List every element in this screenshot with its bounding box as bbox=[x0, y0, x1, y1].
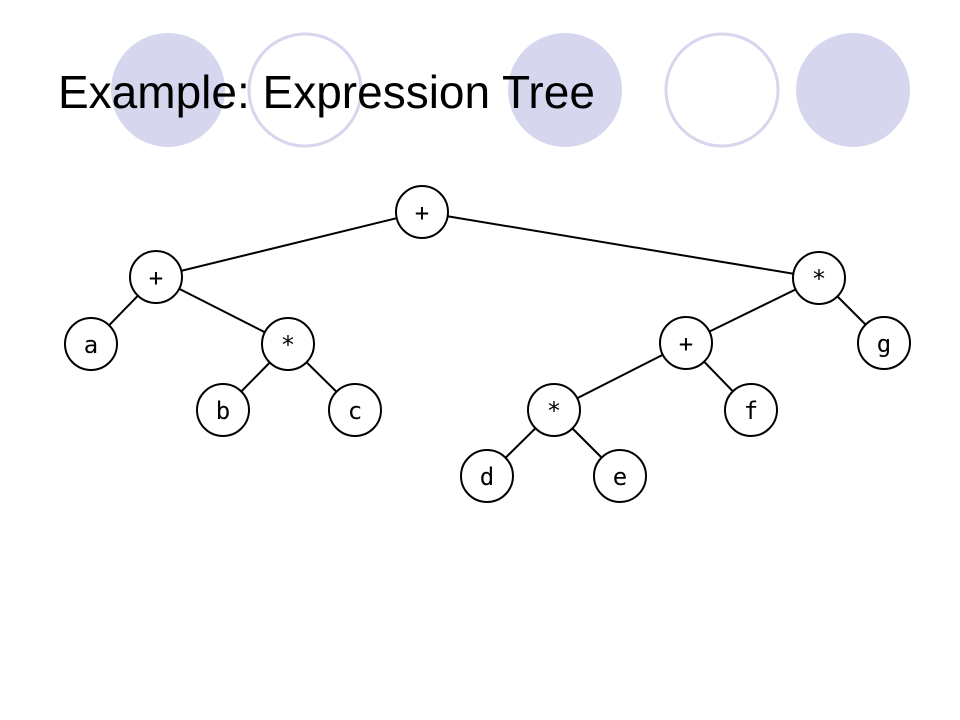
tree-node: a bbox=[64, 317, 118, 371]
tree-node-circle bbox=[328, 383, 382, 437]
tree-node: + bbox=[129, 250, 183, 304]
deco-circle-outline-2 bbox=[664, 32, 780, 148]
tree-node-circle bbox=[527, 383, 581, 437]
tree-node: * bbox=[792, 251, 846, 305]
tree-edges bbox=[90, 211, 885, 477]
tree-node-circle bbox=[460, 449, 514, 503]
tree-node: * bbox=[261, 317, 315, 371]
tree-node-circle bbox=[593, 449, 647, 503]
tree-node-label: b bbox=[216, 397, 230, 425]
tree-node: f bbox=[724, 383, 778, 437]
tree-node-label: + bbox=[149, 264, 163, 292]
tree-node: + bbox=[659, 316, 713, 370]
tree-node: b bbox=[196, 383, 250, 437]
tree-node-label: f bbox=[744, 397, 758, 425]
tree-node: c bbox=[328, 383, 382, 437]
slide-title: Example: Expression Tree bbox=[58, 66, 595, 118]
tree-node-label: a bbox=[84, 331, 98, 359]
tree-edge bbox=[421, 211, 820, 279]
tree-node-circle bbox=[792, 251, 846, 305]
deco-circle-outline-1 bbox=[247, 32, 363, 148]
deco-circle-filled-3 bbox=[796, 33, 910, 147]
tree-node: e bbox=[593, 449, 647, 503]
tree-node-circle bbox=[395, 185, 449, 239]
tree-node-circle bbox=[659, 316, 713, 370]
tree-node-label: g bbox=[877, 330, 891, 358]
tree-node: g bbox=[857, 316, 911, 370]
tree-node-label: c bbox=[348, 397, 362, 425]
tree-node-label: * bbox=[812, 265, 826, 293]
tree-node-circle bbox=[261, 317, 315, 371]
tree-node: + bbox=[395, 185, 449, 239]
tree-node-circle bbox=[64, 317, 118, 371]
tree-node-label: e bbox=[613, 463, 627, 491]
tree-node-label: d bbox=[480, 463, 494, 491]
tree-node: * bbox=[527, 383, 581, 437]
tree-nodes: + + * a * b c + g * f d e bbox=[64, 185, 911, 503]
tree-node-circle bbox=[857, 316, 911, 370]
tree-node-circle bbox=[196, 383, 250, 437]
deco-circle-filled-2 bbox=[508, 33, 622, 147]
tree-node-label: + bbox=[679, 330, 693, 358]
tree-node-label: * bbox=[281, 331, 295, 359]
tree-node-circle bbox=[724, 383, 778, 437]
tree-node: d bbox=[460, 449, 514, 503]
tree-edge bbox=[155, 211, 423, 278]
deco-circle-filled-1 bbox=[111, 33, 225, 147]
tree-node-label: * bbox=[547, 397, 561, 425]
tree-node-label: + bbox=[415, 199, 429, 227]
tree-node-circle bbox=[129, 250, 183, 304]
